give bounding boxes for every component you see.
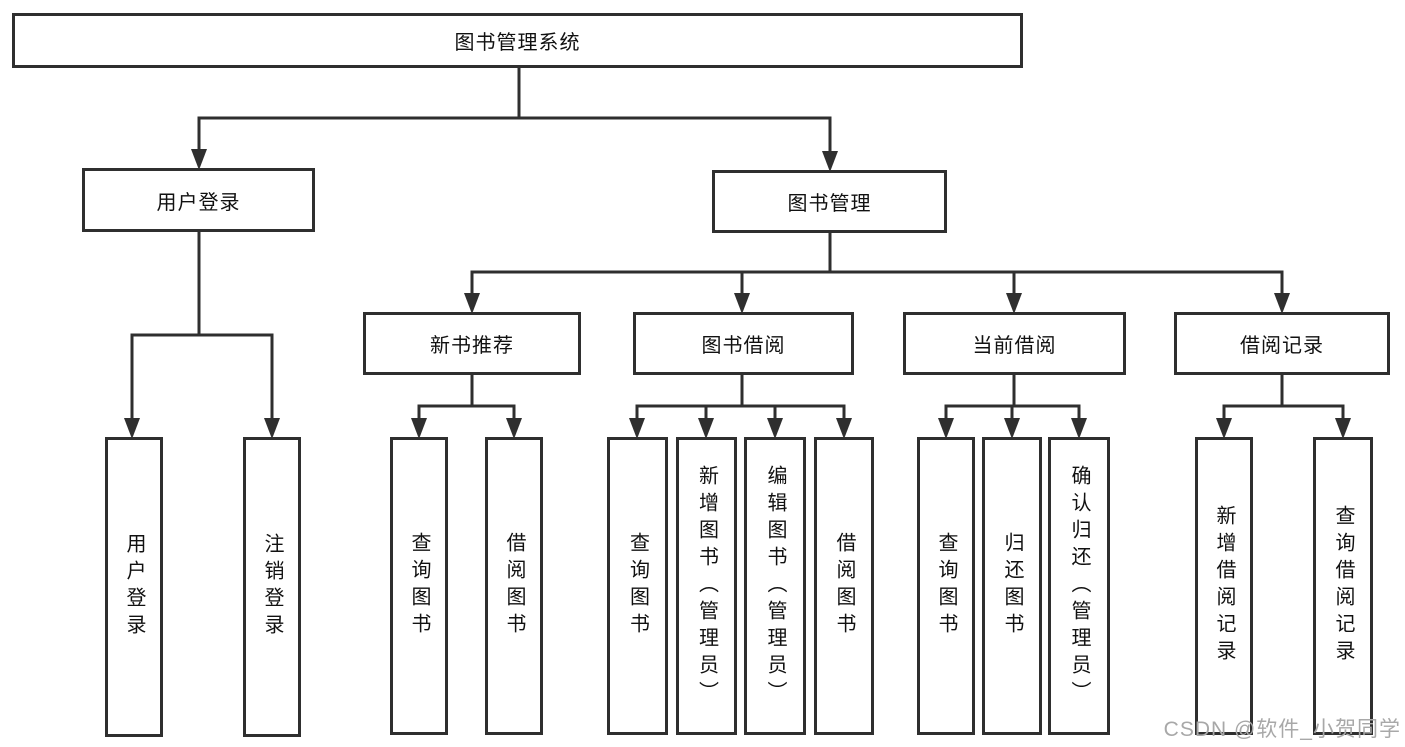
connector-borrow-records-to-leaves: [1216, 373, 1351, 439]
node-label: 确认归还（管理员）: [1068, 464, 1090, 708]
node-label: 借阅图书: [833, 532, 855, 640]
node-label: 查询图书: [626, 532, 649, 640]
connector-book-mgmt-to-level3: [464, 231, 1290, 314]
node-label: 新增图书（管理员）: [695, 464, 718, 708]
node-label: 当前借阅: [972, 335, 1057, 357]
node-book-borrow: 图书借阅: [633, 312, 854, 375]
node-label: 用户登录: [156, 191, 241, 214]
leaf-add-borrow-record: 新增借阅记录: [1195, 437, 1253, 735]
node-current-borrow: 当前借阅: [903, 312, 1126, 375]
leaf-borrow-books-recommend: 借阅图书: [485, 437, 543, 735]
node-label: 借阅记录: [1240, 335, 1324, 357]
node-label: 新书推荐: [430, 335, 514, 357]
leaf-edit-books-admin: 编辑图书（管理员）: [744, 437, 806, 735]
leaf-return-books: 归还图书: [982, 437, 1042, 735]
node-label: 借阅图书: [503, 532, 525, 640]
connector-book-borrow-to-leaves: [629, 373, 852, 439]
node-book-management: 图书管理: [712, 170, 947, 233]
leaf-user-login: 用户登录: [105, 437, 163, 737]
node-label: 图书管理系统: [454, 32, 581, 54]
connector-current-borrow-to-leaves: [938, 373, 1087, 439]
leaf-borrow-books: 借阅图书: [814, 437, 874, 735]
connector-user-login-to-leaves: [124, 230, 280, 439]
leaf-logout: 注销登录: [243, 437, 301, 737]
connector-root-to-level2: [191, 66, 838, 172]
connector-new-book-to-leaves: [411, 373, 522, 439]
csdn-watermark: CSDN @软件_小贺同学: [1163, 718, 1401, 741]
node-label: 归还图书: [1001, 532, 1023, 640]
leaf-query-books-borrow: 查询图书: [607, 437, 668, 735]
leaf-query-books-current: 查询图书: [917, 437, 975, 735]
node-label: 图书管理: [787, 193, 872, 215]
leaf-query-borrow-record: 查询借阅记录: [1313, 437, 1373, 735]
leaf-add-books-admin: 新增图书（管理员）: [676, 437, 737, 735]
node-label: 查询图书: [408, 532, 430, 640]
node-root-library-system: 图书管理系统: [12, 13, 1023, 68]
leaf-confirm-return-admin: 确认归还（管理员）: [1048, 437, 1110, 735]
node-borrow-records: 借阅记录: [1174, 312, 1390, 375]
leaf-query-books-recommend: 查询图书: [390, 437, 448, 735]
node-label: 图书借阅: [701, 335, 786, 357]
node-label: 编辑图书（管理员）: [764, 464, 786, 708]
node-user-login: 用户登录: [82, 168, 315, 232]
node-new-book-recommend: 新书推荐: [363, 312, 581, 375]
node-label: 查询借阅记录: [1332, 505, 1354, 667]
node-label: 注销登录: [261, 533, 283, 641]
node-label: 用户登录: [123, 533, 145, 641]
node-label: 新增借阅记录: [1213, 505, 1235, 667]
node-label: 查询图书: [935, 532, 957, 640]
